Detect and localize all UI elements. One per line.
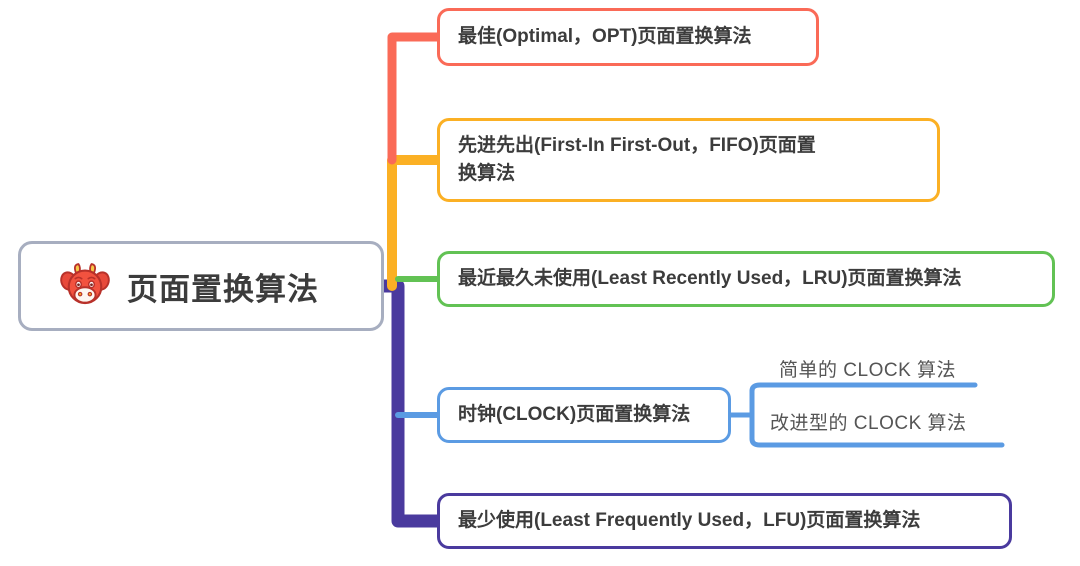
cow-face-icon <box>60 263 110 305</box>
clock-subbranch-bracket <box>749 382 978 394</box>
subitem-clock-simple[interactable]: 简单的 CLOCK 算法 <box>779 355 956 382</box>
branch-label-lru: 最近最久未使用(Least Recently Used，LRU)页面置换算法 <box>458 268 962 290</box>
branch-node-lru[interactable]: 最近最久未使用(Least Recently Used，LRU)页面置换算法 <box>437 251 1055 307</box>
branch-label-lfu: 最少使用(Least Frequently Used，LFU)页面置换算法 <box>458 510 921 532</box>
branch-node-opt[interactable]: 最佳(Optimal，OPT)页面置换算法 <box>437 8 819 66</box>
trunk-salmon <box>387 32 442 165</box>
branch-label-clock: 时钟(CLOCK)页面置换算法 <box>458 404 691 426</box>
clock-subbranch-bracket-lower <box>749 388 1005 448</box>
subitem-clock-improved-label: 改进型的 CLOCK 算法 <box>770 413 967 434</box>
branch-label-fifo: 先进先出(First-In First-Out，FIFO)页面置 换算法 <box>458 135 816 184</box>
branch-label-opt: 最佳(Optimal，OPT)页面置换算法 <box>458 26 752 48</box>
root-node[interactable]: 页面置换算法 <box>18 241 384 331</box>
subitem-clock-simple-label: 简单的 CLOCK 算法 <box>779 360 957 381</box>
root-label: 页面置换算法 <box>127 271 319 307</box>
branch-node-fifo[interactable]: 先进先出(First-In First-Out，FIFO)页面置 换算法 <box>437 118 940 202</box>
trunk-indigo <box>377 279 444 528</box>
subitem-clock-improved[interactable]: 改进型的 CLOCK 算法 <box>770 408 967 435</box>
branch-node-clock[interactable]: 时钟(CLOCK)页面置换算法 <box>437 387 731 443</box>
branch-node-lfu[interactable]: 最少使用(Least Frequently Used，LFU)页面置换算法 <box>437 493 1012 549</box>
trunk-amber <box>387 155 442 291</box>
